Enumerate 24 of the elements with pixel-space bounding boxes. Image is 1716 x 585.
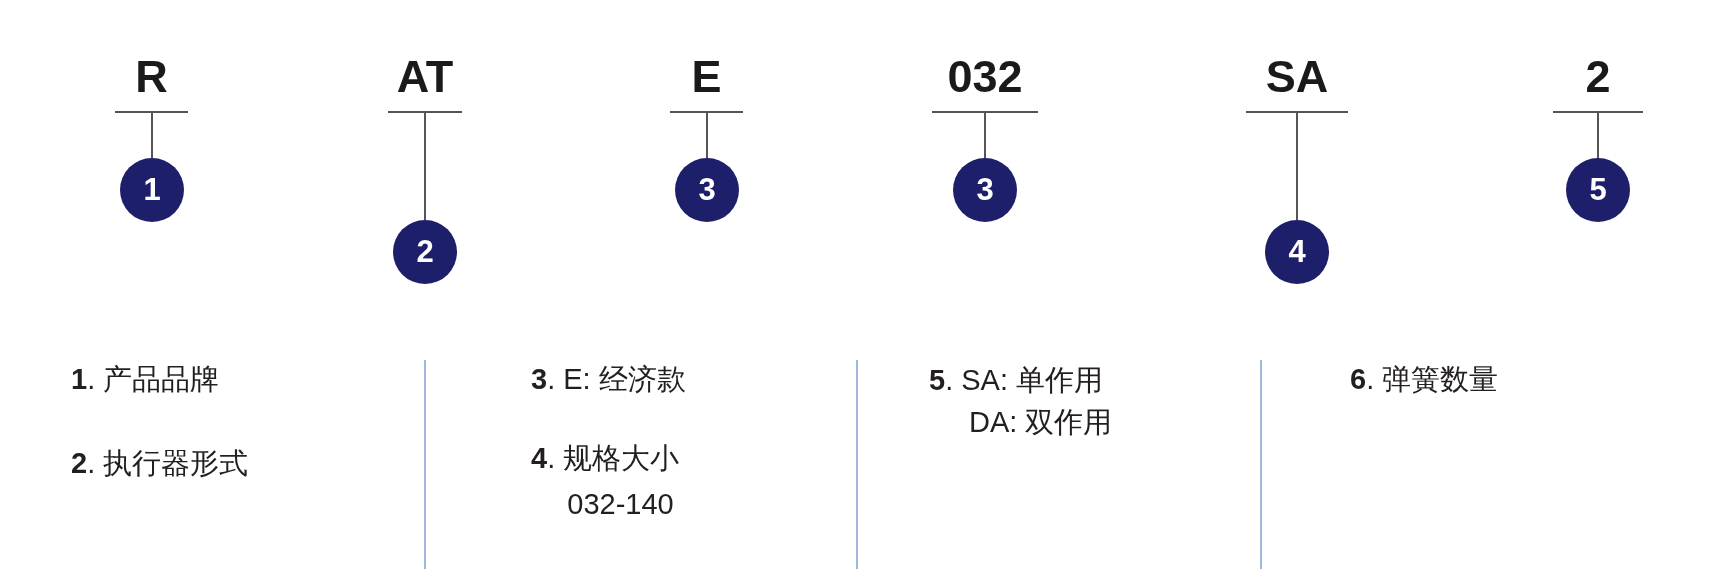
description-text: 1. 产品品牌 bbox=[71, 362, 220, 397]
callout-number: 5 bbox=[1566, 158, 1630, 222]
code-segment: 032 bbox=[932, 54, 1038, 113]
callout-number: 3 bbox=[953, 158, 1017, 222]
leader-line bbox=[151, 112, 153, 159]
description-text: 5. SA: 单作用 DA: 双作用 bbox=[929, 363, 1114, 440]
leader-line bbox=[1296, 112, 1298, 221]
leader-line bbox=[984, 112, 986, 159]
leader-line bbox=[424, 112, 426, 221]
description-text: 6. 弹簧数量 bbox=[1350, 362, 1499, 397]
description-text: 3. E: 经济款 bbox=[531, 362, 686, 397]
callout-number: 2 bbox=[393, 220, 457, 284]
code-segment: R bbox=[115, 54, 188, 113]
code-segment: SA bbox=[1246, 54, 1348, 113]
callout-number: 4 bbox=[1265, 220, 1329, 284]
callout-number: 3 bbox=[675, 158, 739, 222]
leader-line bbox=[1597, 112, 1599, 159]
code-segment: E bbox=[670, 54, 743, 113]
code-segment: AT bbox=[388, 54, 462, 113]
leader-line bbox=[706, 112, 708, 159]
description-text: 4. 规格大小 032-140 bbox=[531, 441, 681, 522]
code-segment: 2 bbox=[1553, 54, 1643, 113]
callout-number: 1 bbox=[120, 158, 184, 222]
description-text: 2. 执行器形式 bbox=[71, 446, 249, 481]
